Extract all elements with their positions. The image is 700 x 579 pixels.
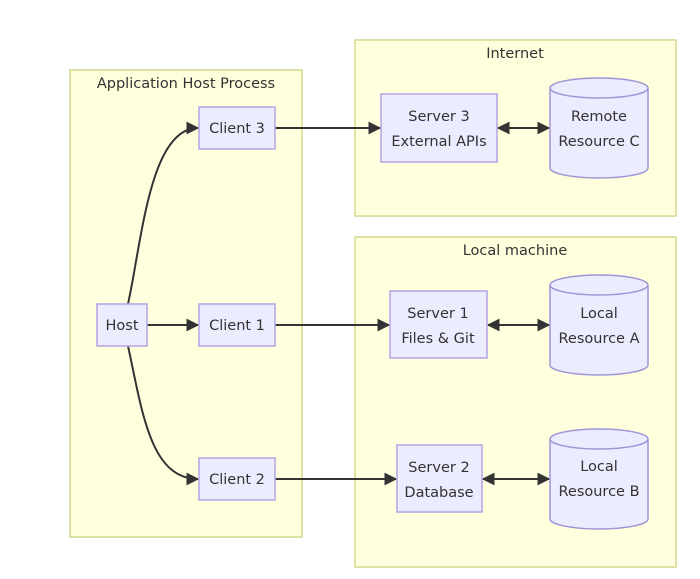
node-resource-b[interactable]: Local Resource B: [549, 428, 649, 530]
node-server-1-line1: Server 1: [407, 306, 468, 322]
edge-host-client2: [127, 345, 200, 486]
node-resource-c-line2: Resource C: [558, 134, 639, 150]
cluster-label-app-host: Application Host Process: [97, 76, 275, 92]
edges: [127, 121, 551, 486]
node-resource-b-line1: Local: [580, 459, 618, 475]
node-resource-a-line2: Resource A: [558, 331, 639, 347]
node-client-1[interactable]: Client 1: [198, 303, 276, 347]
node-client-2-label: Client 2: [209, 472, 265, 488]
node-host-label: Host: [105, 318, 138, 334]
node-server-3[interactable]: Server 3 External APIs: [380, 93, 498, 163]
node-server-2-line2: Database: [404, 485, 473, 501]
node-client-1-label: Client 1: [209, 318, 265, 334]
cluster-label-internet: Internet: [486, 46, 544, 62]
node-server-2[interactable]: Server 2 Database: [396, 444, 483, 513]
node-server-3-line2: External APIs: [391, 134, 486, 150]
node-client-3[interactable]: Client 3: [198, 106, 276, 150]
node-client-3-label: Client 3: [209, 121, 265, 137]
node-host[interactable]: Host: [96, 303, 148, 347]
node-server-2-line1: Server 2: [408, 460, 469, 476]
node-resource-a-line1: Local: [580, 306, 618, 322]
node-resource-c-line1: Remote: [571, 109, 627, 125]
node-resource-a[interactable]: Local Resource A: [549, 274, 649, 376]
node-resource-b-line2: Resource B: [558, 484, 639, 500]
node-server-1[interactable]: Server 1 Files & Git: [389, 290, 488, 359]
node-client-2[interactable]: Client 2: [198, 457, 276, 501]
edge-host-client3: [127, 121, 200, 305]
cluster-label-local-machine: Local machine: [463, 243, 568, 259]
node-resource-c[interactable]: Remote Resource C: [549, 77, 649, 179]
node-server-1-line2: Files & Git: [401, 331, 475, 347]
node-server-3-line1: Server 3: [408, 109, 469, 125]
